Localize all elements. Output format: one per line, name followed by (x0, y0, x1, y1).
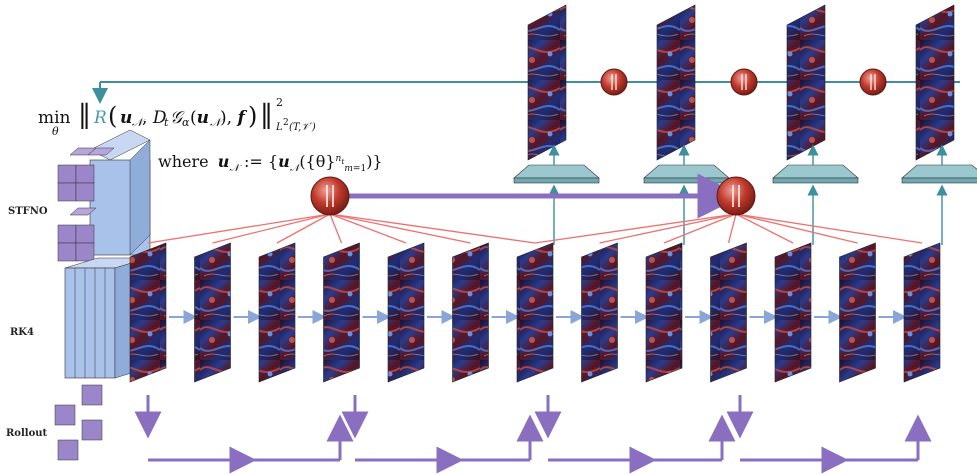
prediction-panel-2 (656, 4, 696, 161)
vorticity-panel-3 (258, 242, 296, 383)
prediction-panel-4 (915, 4, 955, 161)
collect-arrow (329, 213, 407, 244)
projection-plate-1 (513, 144, 600, 245)
projection-plate-3 (772, 144, 859, 245)
rollout-label: Rollout (6, 428, 48, 439)
collect-arrow (534, 213, 737, 244)
vorticity-panel-13 (903, 242, 941, 383)
vorticity-panel-8 (581, 242, 618, 383)
vorticity-panel-10 (710, 242, 747, 383)
collect-arrow (735, 213, 794, 244)
vorticity-panel-4 (323, 242, 360, 383)
vorticity-panel-1 (129, 242, 167, 383)
vorticity-panel-12 (839, 242, 876, 383)
collect-arrow (599, 213, 737, 244)
collect-arrow (663, 213, 737, 244)
theta-sub: θ (52, 125, 59, 138)
collect-arrow (735, 213, 923, 244)
stfno-label: STFNO (8, 206, 48, 217)
concat-ball-right (716, 176, 756, 216)
top-concat-balls (600, 68, 887, 96)
collect-arrow (735, 213, 858, 244)
min-text: min (38, 108, 71, 128)
vorticity-panel-7 (516, 242, 554, 383)
vorticity-panel-5 (387, 242, 425, 383)
rollout-cubes (54, 384, 103, 461)
rk4-label: RK4 (10, 327, 34, 338)
where-text: where (158, 152, 209, 171)
vorticity-panel-2 (194, 242, 231, 383)
collect-arrow (147, 213, 331, 244)
concat-ball-left (310, 176, 350, 216)
vorticity-panel-6 (452, 242, 489, 383)
prediction-panel-1 (527, 4, 567, 161)
collect-arrow (276, 213, 331, 244)
rollout-arrows (134, 395, 932, 474)
projection-plate-4 (901, 144, 977, 245)
collect-arrow (329, 213, 536, 244)
vorticity-panel-11 (774, 242, 812, 383)
collect-arrow (212, 213, 331, 244)
collect-arrow (727, 213, 737, 244)
collect-arrow (329, 213, 471, 244)
vorticity-panel-9 (645, 242, 683, 383)
where-formula: where u𝒩 := {u𝒩({θ}ntm=1)} (158, 152, 383, 175)
stfno-block (57, 129, 151, 262)
prediction-panel-3 (786, 4, 826, 161)
collect-arrow (329, 213, 343, 244)
